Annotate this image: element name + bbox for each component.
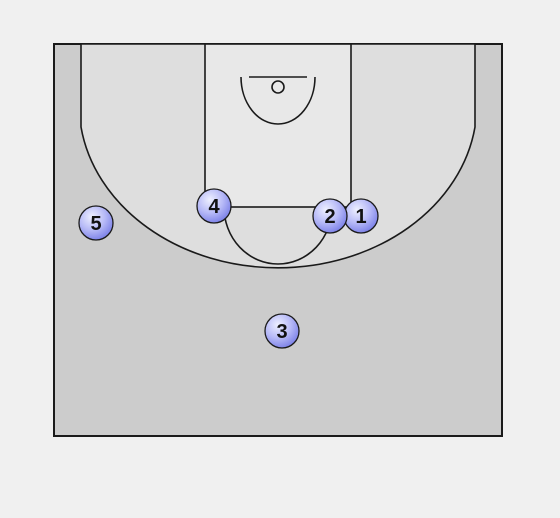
player-4-label: 4 bbox=[208, 196, 220, 218]
restricted-area-arc bbox=[240, 76, 316, 125]
player-4-marker[interactable]: 4 bbox=[196, 188, 232, 224]
player-3-label: 3 bbox=[276, 321, 287, 343]
player-2-label: 2 bbox=[324, 206, 335, 228]
player-5-marker[interactable]: 5 bbox=[78, 205, 114, 241]
player-3-marker[interactable]: 3 bbox=[264, 313, 300, 349]
rim bbox=[271, 80, 285, 94]
player-5-label: 5 bbox=[90, 213, 101, 235]
player-1-label: 1 bbox=[355, 206, 366, 228]
paint-key bbox=[204, 43, 352, 208]
player-1-marker[interactable]: 1 bbox=[343, 198, 379, 234]
player-2-marker[interactable]: 2 bbox=[312, 198, 348, 234]
